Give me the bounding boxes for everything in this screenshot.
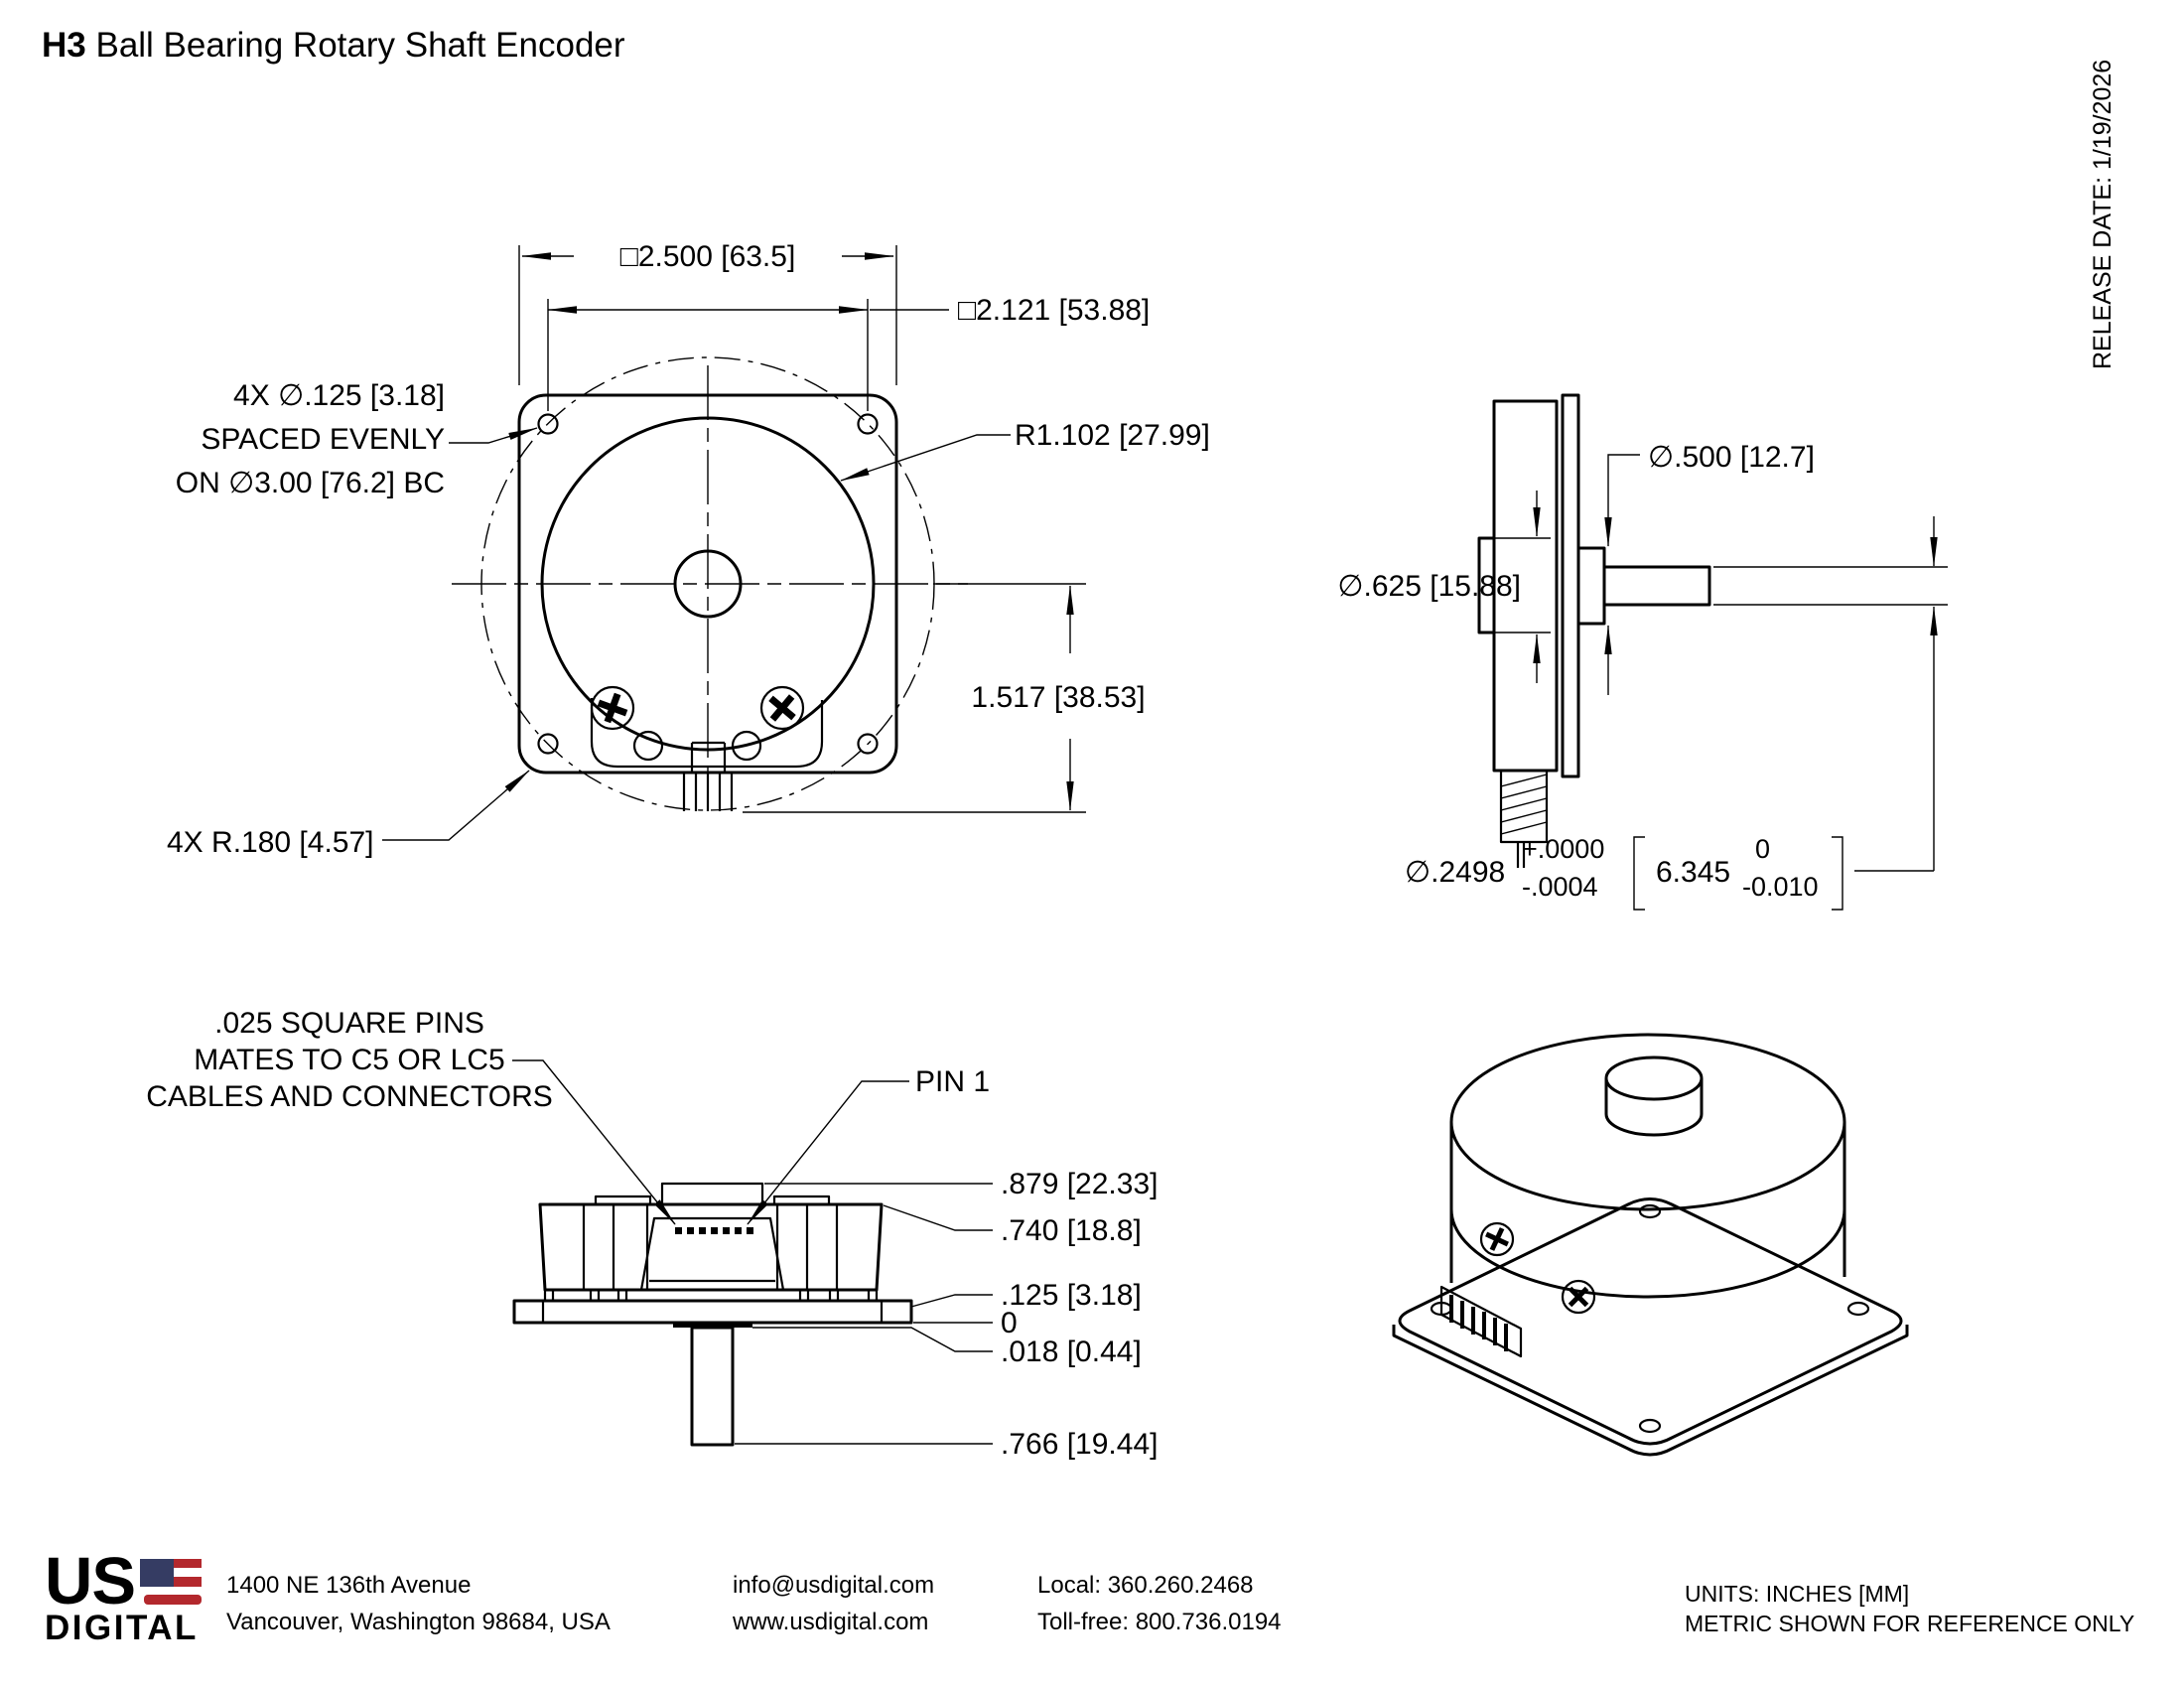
- note-pins-line3: CABLES AND CONNECTORS: [146, 1080, 553, 1113]
- us-digital-logo: US DIGITAL: [45, 1544, 203, 1647]
- dim-bearing-tol-minus: -.0004: [1522, 872, 1598, 902]
- connector-recess: [639, 1216, 785, 1291]
- dim-radius: R1.102 [27.99]: [1015, 419, 1210, 452]
- iso-screw-upper: [1479, 1221, 1515, 1257]
- phillips-screw-right: [759, 685, 805, 731]
- footer-phone: Local: 360.260.2468 Toll-free: 800.736.0…: [1037, 1567, 1282, 1640]
- dim-bearing-metric-tol-minus: -0.010: [1742, 872, 1819, 902]
- logo-digital-text: DIGITAL: [45, 1609, 199, 1647]
- note-corner-radius: 4X R.180 [4.57]: [167, 826, 373, 859]
- footer-address: 1400 NE 136th Avenue Vancouver, Washingt…: [226, 1567, 611, 1640]
- note-holes-line3: ON ∅3.00 [76.2] BC: [176, 467, 445, 499]
- dim-bearing-tol-plus: +.0000: [1522, 834, 1604, 864]
- product-name: Ball Bearing Rotary Shaft Encoder: [85, 26, 625, 65]
- front-centerlines: [452, 365, 968, 806]
- email-link: info@usdigital.com: [733, 1572, 935, 1599]
- front-view: □2.500 [63.5] □2.121 [53.88] 4X ∅.125 [3…: [167, 240, 1210, 859]
- side-connector: [1499, 769, 1549, 868]
- iso-connector: [1439, 1285, 1523, 1358]
- shaft-boss-strip: [673, 1323, 752, 1328]
- side-shaft: [1602, 565, 1711, 607]
- dim-center-to-pins: 1.517 [38.53]: [971, 681, 1145, 714]
- iso-base-plate: [1398, 1197, 1903, 1446]
- note-pins-line1: .025 SQUARE PINS: [214, 1007, 484, 1040]
- dim-datum-zero: 0: [1001, 1307, 1018, 1339]
- dim-shaft-dia: ∅.500 [12.7]: [1648, 441, 1815, 474]
- isometric-view: [1392, 1033, 1909, 1457]
- encoder-body-circle: [540, 416, 876, 752]
- dim-shaft-length: .766 [19.44]: [1001, 1428, 1158, 1461]
- units-line2: METRIC SHOWN FOR REFERENCE ONLY: [1685, 1611, 2135, 1636]
- shaft-profile: [690, 1326, 735, 1447]
- dim-bolt-spacing: □2.121 [53.88]: [958, 294, 1150, 327]
- dim-bearing-metric: 6.345: [1656, 856, 1730, 889]
- iso-shaft-hub: [1604, 1055, 1704, 1137]
- dim-boss-dia: ∅.625 [15.88]: [1337, 570, 1521, 603]
- side-dimensions: [1479, 454, 1948, 911]
- page-title: H3 Ball Bearing Rotary Shaft Encoder: [42, 26, 625, 66]
- phone-tollfree: Toll-free: 800.736.0194: [1037, 1609, 1282, 1635]
- side-base-plate: [1561, 393, 1580, 778]
- mounting-holes: [537, 413, 879, 755]
- side-view: ∅.500 [12.7] ∅.625 [15.88] ∅.2498 +.0000…: [1337, 393, 1948, 911]
- base-plate-profile: [512, 1299, 913, 1325]
- standoffs: [543, 1288, 879, 1303]
- address-line1: 1400 NE 136th Avenue: [226, 1572, 472, 1599]
- connector-top-block: [660, 1182, 764, 1206]
- label-pin1: PIN 1: [915, 1065, 990, 1098]
- phone-local: Local: 360.260.2468: [1037, 1572, 1254, 1599]
- product-model: H3: [42, 26, 86, 65]
- bottom-view: .025 SQUARE PINS MATES TO C5 OR LC5 CABL…: [146, 1007, 1158, 1461]
- iso-screw-lower: [1561, 1279, 1596, 1315]
- logo-us-text: US: [45, 1544, 136, 1618]
- cover-bracket: [590, 698, 824, 773]
- us-flag-icon: [140, 1559, 203, 1605]
- body-steps: [582, 1204, 839, 1290]
- dim-height-total: .879 [22.33]: [1001, 1168, 1158, 1200]
- iso-body: [1449, 1033, 1846, 1299]
- phillips-screw-left: [590, 685, 635, 731]
- dim-height-body: .740 [18.8]: [1001, 1214, 1142, 1247]
- address-line2: Vancouver, Washington 98684, USA: [226, 1609, 611, 1635]
- footer-units: UNITS: INCHES [MM] METRIC SHOWN FOR REFE…: [1685, 1579, 2134, 1638]
- dim-boss-height: .018 [0.44]: [1001, 1336, 1142, 1368]
- dim-bearing-metric-tol-plus: 0: [1755, 834, 1770, 864]
- note-holes-line2: SPACED EVENLY: [201, 423, 445, 456]
- base-plate-corners: [541, 1301, 884, 1323]
- note-holes-line1: 4X ∅.125 [3.18]: [233, 379, 445, 412]
- shaft-hole: [673, 549, 743, 619]
- note-pins-line2: MATES TO C5 OR LC5: [194, 1044, 504, 1076]
- square-pins: [675, 1227, 753, 1234]
- iso-plate-thickness: [1392, 1325, 1909, 1457]
- front-connector-pins: [682, 773, 734, 811]
- bottom-dimensions: [512, 1059, 993, 1445]
- dim-base-thickness: .125 [3.18]: [1001, 1279, 1142, 1312]
- side-shaft-stub: [1576, 546, 1606, 626]
- website-link: www.usdigital.com: [733, 1609, 929, 1635]
- units-line1: UNITS: INCHES [MM]: [1685, 1581, 1910, 1607]
- footer-web: info@usdigital.com www.usdigital.com: [733, 1567, 934, 1640]
- front-dimensions: [382, 245, 1086, 841]
- dim-outer-square: □2.500 [63.5]: [620, 240, 796, 273]
- dim-bearing-dia: ∅.2498: [1405, 856, 1505, 889]
